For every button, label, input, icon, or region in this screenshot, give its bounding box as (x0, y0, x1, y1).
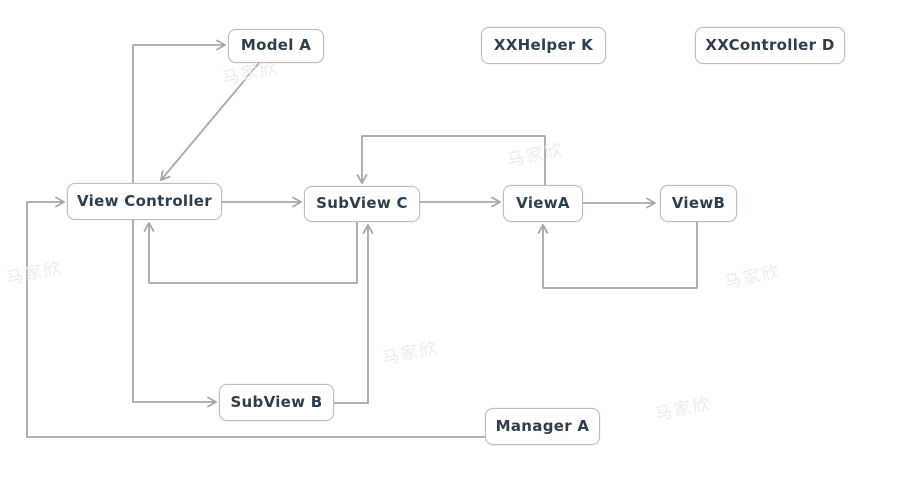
node-label-xxcontroller-d: XXController D (705, 35, 835, 54)
watermark-text: 马家欣 (380, 337, 441, 370)
node-subview-c: SubView C (304, 186, 420, 222)
node-model-a: Model A (228, 29, 324, 63)
node-label-manager-a: Manager A (495, 416, 590, 435)
node-label-view-b: ViewB (671, 193, 726, 212)
watermark-text: 马家欣 (653, 393, 714, 426)
node-label-view-a: ViewA (516, 193, 570, 212)
node-xxcontroller-d: XXController D (695, 27, 845, 64)
watermark-text: 马家欣 (722, 261, 783, 294)
node-label-model-a: Model A (240, 36, 312, 54)
edge-view-controller-to-subview-b (132, 220, 217, 408)
edge-subview-c-to-view-controller (143, 222, 358, 284)
edge-view-controller-to-model-a (132, 39, 226, 183)
watermark-text: 马家欣 (4, 257, 65, 290)
edge-view-b-to-view-a (537, 222, 698, 289)
node-view-controller: View Controller (67, 183, 222, 220)
node-view-a: ViewA (503, 185, 583, 222)
node-subview-b: SubView B (219, 384, 334, 421)
node-label-subview-b: SubView B (230, 392, 323, 411)
watermark-text: 马家欣 (505, 139, 566, 172)
edge-subview-b-to-subview-c (334, 224, 374, 404)
node-xxhelper-k: XXHelper K (481, 27, 606, 64)
node-label-xxhelper-k: XXHelper K (493, 35, 594, 54)
node-view-b: ViewB (660, 185, 737, 222)
node-manager-a: Manager A (485, 408, 600, 445)
node-label-view-controller: View Controller (77, 191, 212, 210)
node-label-subview-c: SubView C (316, 194, 408, 212)
